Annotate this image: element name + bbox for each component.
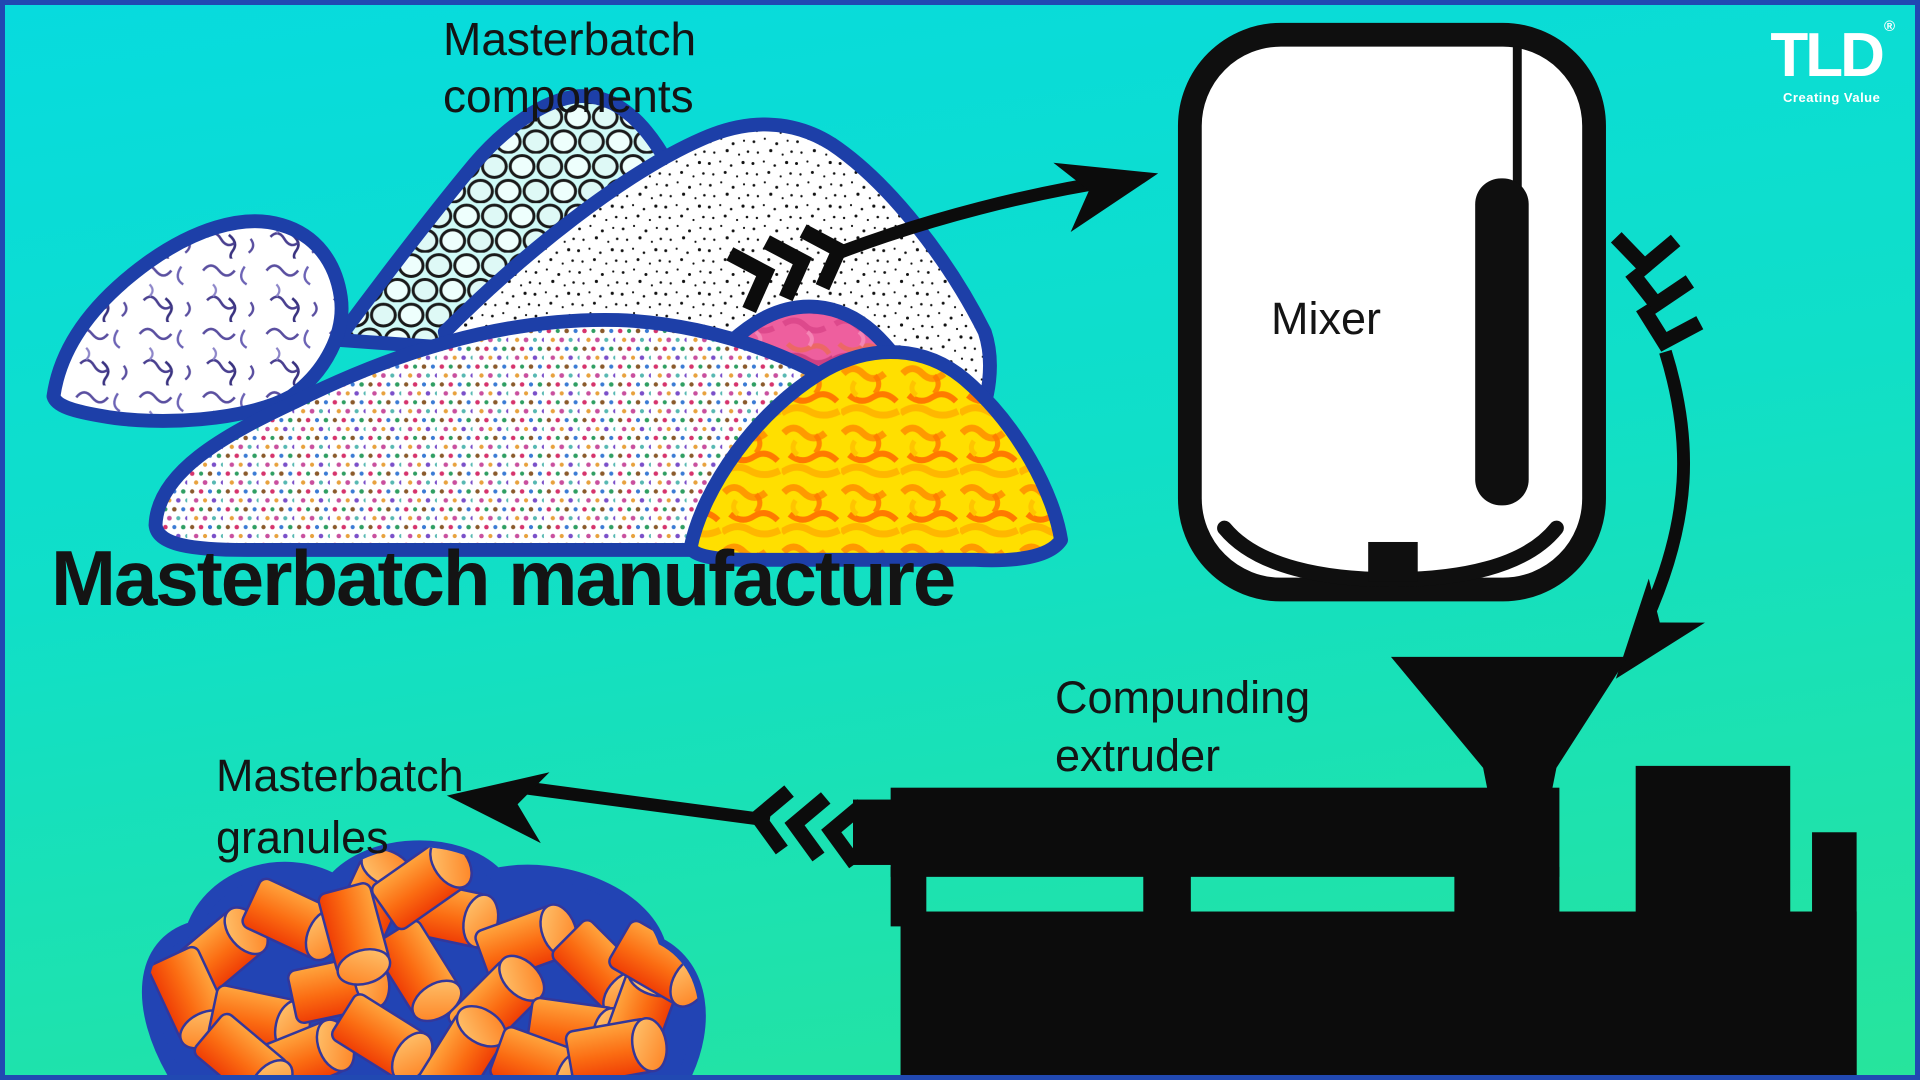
registered-trademark-icon: ®	[1883, 18, 1895, 35]
label-compounding-extruder: Compunding extruder	[1055, 669, 1310, 785]
label-masterbatch-components: Masterbatch components	[443, 11, 696, 125]
granules-pile	[147, 832, 718, 1075]
label-masterbatch-granules: Masterbatch granules	[216, 745, 464, 869]
label-granules-line1: Masterbatch	[216, 750, 464, 801]
label-granules-line2: granules	[216, 812, 389, 863]
label-mixer: Mixer	[1271, 293, 1381, 344]
granule-pellets	[148, 847, 699, 1075]
pile-white-squiggle	[46, 214, 349, 428]
pile-yellow-fire	[683, 345, 1068, 568]
arrow-components-to-mixer-icon	[730, 138, 1167, 310]
components-pile-group	[46, 89, 1068, 568]
label-components-line2: components	[443, 70, 694, 122]
diagram-art	[46, 22, 1857, 1075]
extruder-base	[900, 911, 1857, 1075]
mixer-shaft-rod	[1512, 46, 1522, 196]
arrow-extruder-to-granules-icon	[442, 760, 862, 864]
extruder-hopper-funnel	[1390, 656, 1628, 798]
page-title: Masterbatch manufacture	[51, 534, 956, 622]
extruder-barrel	[890, 787, 1560, 877]
label-components-line1: Masterbatch	[443, 13, 697, 65]
extruder-machine	[853, 656, 1857, 1075]
mixer-blade	[1475, 178, 1529, 506]
tld-logo-tagline: Creating Value	[1783, 90, 1881, 105]
arrow-mixer-to-extruder-icon	[1587, 237, 1705, 701]
tld-logo: TLD® Creating Value	[1770, 19, 1895, 105]
mixer-vessel	[1177, 22, 1606, 602]
mixer-outlet-tab	[1368, 541, 1418, 582]
label-extruder-line2: extruder	[1055, 730, 1221, 781]
tld-logo-wordmark: TLD	[1770, 21, 1885, 90]
label-extruder-line1: Compunding	[1055, 672, 1311, 723]
